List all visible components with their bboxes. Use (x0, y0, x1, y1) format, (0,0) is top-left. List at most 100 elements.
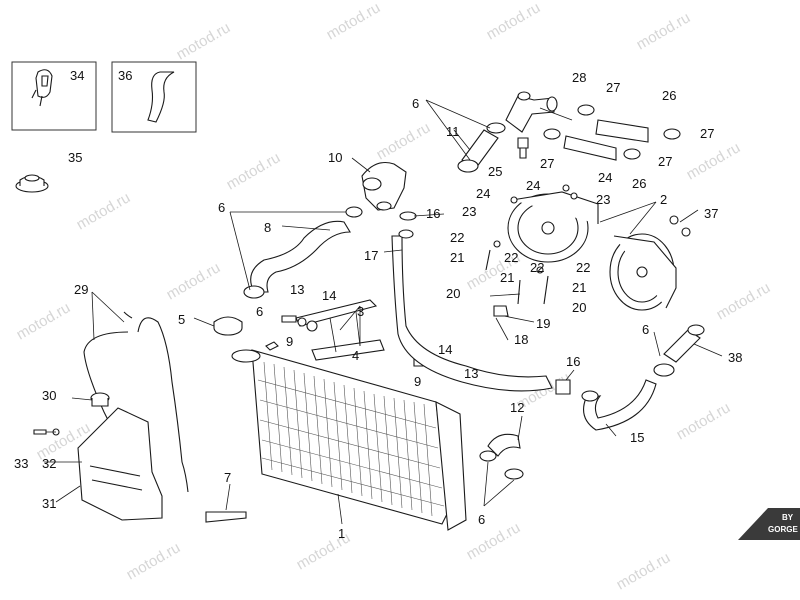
callout-18: 18 (514, 332, 528, 347)
fan-fasteners (485, 184, 691, 317)
logo-line-1: BY (782, 513, 794, 522)
callout-23: 23 (596, 192, 610, 207)
watermark: motod.ru (164, 259, 224, 303)
callout-13: 13 (290, 282, 304, 297)
callout-16: 16 (566, 354, 580, 369)
callout-13: 13 (464, 366, 478, 381)
callout-26: 26 (632, 176, 646, 191)
thermostat-housing (361, 161, 407, 211)
callout-21: 21 (572, 280, 586, 295)
callout-6: 6 (256, 304, 263, 319)
hose-26-upper (577, 104, 681, 143)
pipe-15 (581, 379, 657, 431)
callout-37: 37 (704, 206, 718, 221)
watermark: motod.ru (464, 519, 524, 563)
callout-12: 12 (510, 400, 524, 415)
callout-16: 16 (426, 206, 440, 221)
callout-35: 35 (68, 150, 82, 165)
callout-32: 32 (42, 456, 56, 471)
callout-3: 3 (357, 304, 364, 319)
callout-22: 22 (530, 260, 544, 275)
inset-box-36 (111, 61, 197, 133)
watermark: motod.ru (634, 9, 694, 53)
callout-6: 6 (412, 96, 419, 111)
radiator (231, 341, 467, 531)
callout-21: 21 (450, 250, 464, 265)
callout-28: 28 (572, 70, 586, 85)
callout-9: 9 (414, 374, 421, 389)
watermark: motod.ru (674, 399, 734, 443)
hose-17 (391, 211, 553, 392)
foam-pad (205, 511, 247, 523)
callout-20: 20 (446, 286, 460, 301)
cooling-fan-left (507, 191, 599, 263)
callout-10: 10 (328, 150, 342, 165)
callout-26: 26 (662, 88, 676, 103)
callout-17: 17 (364, 248, 378, 263)
callout-19: 19 (536, 316, 550, 331)
cooling-fan-right (609, 233, 677, 311)
callout-4: 4 (352, 348, 359, 363)
callout-25: 25 (488, 164, 502, 179)
temperature-sensor (517, 137, 529, 159)
watermark: motod.ru (124, 539, 184, 583)
hose-8 (243, 206, 363, 299)
callout-6: 6 (642, 322, 649, 337)
callout-34: 34 (70, 68, 84, 83)
callout-23: 23 (462, 204, 476, 219)
radiator-cap (213, 316, 243, 336)
callout-31: 31 (42, 496, 56, 511)
callout-15: 15 (630, 430, 644, 445)
callout-11: 11 (446, 124, 460, 139)
inset-box-34 (11, 61, 97, 131)
callout-2: 2 (660, 192, 667, 207)
callout-20: 20 (572, 300, 586, 315)
callout-24: 24 (598, 170, 612, 185)
watermark: motod.ru (374, 119, 434, 163)
callout-24: 24 (526, 178, 540, 193)
callout-1: 1 (338, 526, 345, 541)
watermark: motod.ru (324, 0, 384, 43)
callout-38: 38 (728, 350, 742, 365)
expansion-tank-cap (90, 392, 110, 407)
callout-22: 22 (576, 260, 590, 275)
watermark: motod.ru (714, 279, 774, 323)
elbow-hose-12 (479, 433, 524, 480)
watermark: motod.ru (74, 189, 134, 233)
callout-24: 24 (476, 186, 490, 201)
callout-36: 36 (118, 68, 132, 83)
radiator-fins (257, 361, 445, 517)
callout-7: 7 (224, 470, 231, 485)
callout-labels: 1 2 3 4 5 6 6 6 6 6 7 8 9 9 10 11 12 13 … (14, 68, 742, 541)
callout-21: 21 (500, 270, 514, 285)
callout-8: 8 (264, 220, 271, 235)
callout-22: 22 (504, 250, 518, 265)
hose-26-lower (543, 128, 641, 161)
callout-33: 33 (14, 456, 28, 471)
hose-16-lower (555, 379, 571, 395)
watermark: motod.ru (684, 139, 744, 183)
callout-6: 6 (218, 200, 225, 215)
callout-27: 27 (540, 156, 554, 171)
callout-27: 27 (606, 80, 620, 95)
callout-30: 30 (42, 388, 56, 403)
callout-29: 29 (74, 282, 88, 297)
expansion-tank (77, 407, 163, 521)
watermark: motod.ru (174, 19, 234, 63)
watermark: motod.ru (224, 149, 284, 193)
callout-9: 9 (286, 334, 293, 349)
watermark: motod.ru (14, 299, 74, 343)
callout-5: 5 (178, 312, 185, 327)
brand-logo: BY GORGE (738, 508, 800, 540)
logo-line-2: GORGE (768, 525, 798, 534)
watermark: motod.ru (484, 0, 544, 43)
callout-27: 27 (658, 154, 672, 169)
watermark: motod.ru (614, 549, 674, 593)
callout-14: 14 (322, 288, 336, 303)
callout-22: 22 (450, 230, 464, 245)
filler-cap-35 (15, 174, 49, 193)
callout-27: 27 (700, 126, 714, 141)
callout-leaders (44, 99, 723, 525)
hose-11 (457, 122, 506, 173)
